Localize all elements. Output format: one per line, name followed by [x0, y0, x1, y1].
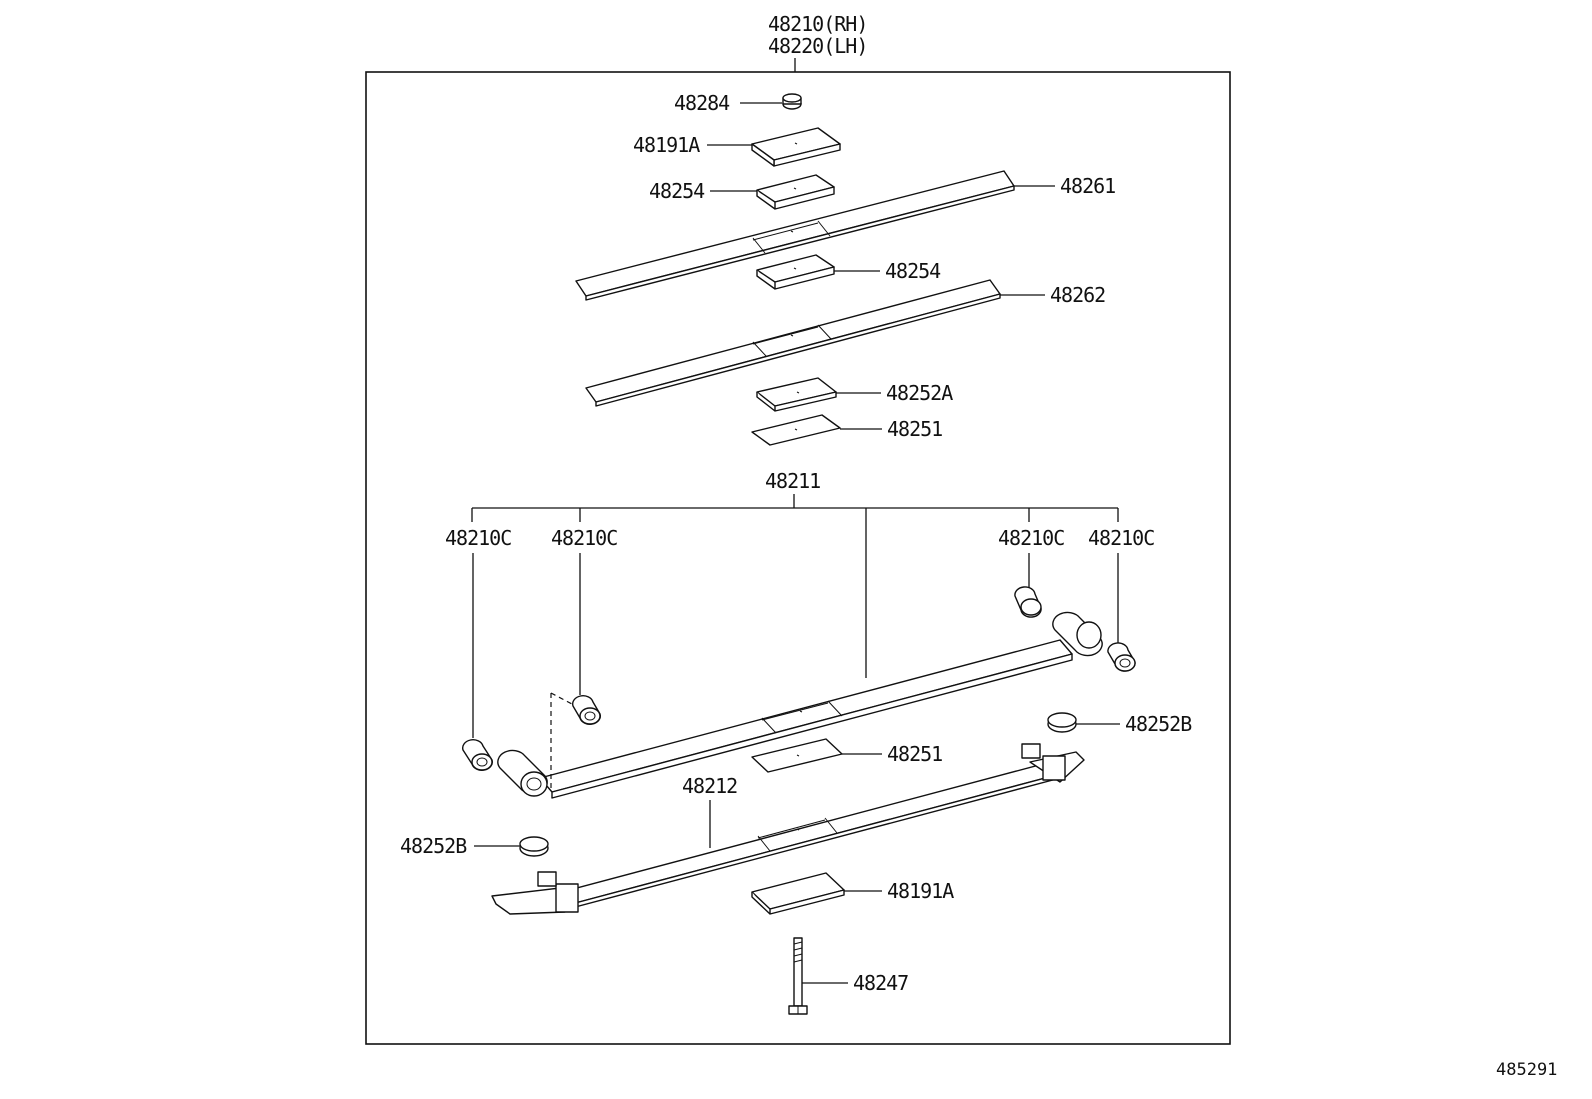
spacer-lower-part	[756, 254, 835, 290]
label-bushing-3[interactable]: 48210C	[998, 526, 1065, 550]
plate-top-part	[751, 127, 841, 167]
assembly-part-rh[interactable]: 48210(RH)	[768, 12, 868, 36]
liner-lower-part	[751, 738, 843, 773]
leaf-2-part	[585, 279, 1001, 407]
bushing-4-part	[1107, 642, 1136, 672]
plate-a-part	[756, 377, 837, 412]
bushing-3-part	[1014, 586, 1042, 618]
overload-leaf-part	[491, 743, 1085, 915]
assembly-part-lh[interactable]: 48220(LH)	[768, 34, 868, 58]
label-bushing-1[interactable]: 48210C	[445, 526, 512, 550]
label-overload-leaf[interactable]: 48212	[682, 774, 738, 798]
assembly-frame	[365, 71, 1231, 1045]
main-leaf-part	[497, 611, 1103, 799]
label-spacer-lower[interactable]: 48254	[885, 259, 942, 283]
clip-left-part	[519, 836, 549, 857]
label-clip-left[interactable]: 48252B	[400, 834, 468, 858]
label-spacer-upper[interactable]: 48254	[649, 179, 706, 203]
label-liner-lower[interactable]: 48251	[887, 742, 943, 766]
diagram-ref: 485291	[1496, 1060, 1557, 1080]
bushing-2-part	[571, 695, 602, 725]
label-leaf-1[interactable]: 48261	[1060, 174, 1116, 198]
label-plate-a[interactable]: 48252A	[886, 381, 954, 405]
label-bushing-4[interactable]: 48210C	[1088, 526, 1155, 550]
label-plate-top[interactable]: 48191A	[633, 133, 701, 157]
label-nut[interactable]: 48284	[674, 91, 731, 115]
clip-right-part	[1047, 712, 1077, 733]
center-bolt-part	[788, 937, 808, 1015]
bushing-1-part	[461, 739, 494, 771]
label-bushing-2[interactable]: 48210C	[551, 526, 618, 550]
spacer-upper-part	[756, 174, 835, 210]
liner-upper-part	[751, 414, 841, 446]
label-liner-upper[interactable]: 48251	[887, 417, 943, 441]
nut-part	[782, 93, 802, 110]
label-plate-bottom[interactable]: 48191A	[887, 879, 955, 903]
plate-bottom-part	[751, 872, 845, 915]
label-leaf-2[interactable]: 48262	[1050, 283, 1106, 307]
bushing-2-phantom-top	[550, 692, 573, 705]
label-clip-right[interactable]: 48252B	[1125, 712, 1193, 736]
label-main-leaf[interactable]: 48211	[765, 469, 821, 493]
label-center-bolt[interactable]: 48247	[853, 971, 909, 995]
